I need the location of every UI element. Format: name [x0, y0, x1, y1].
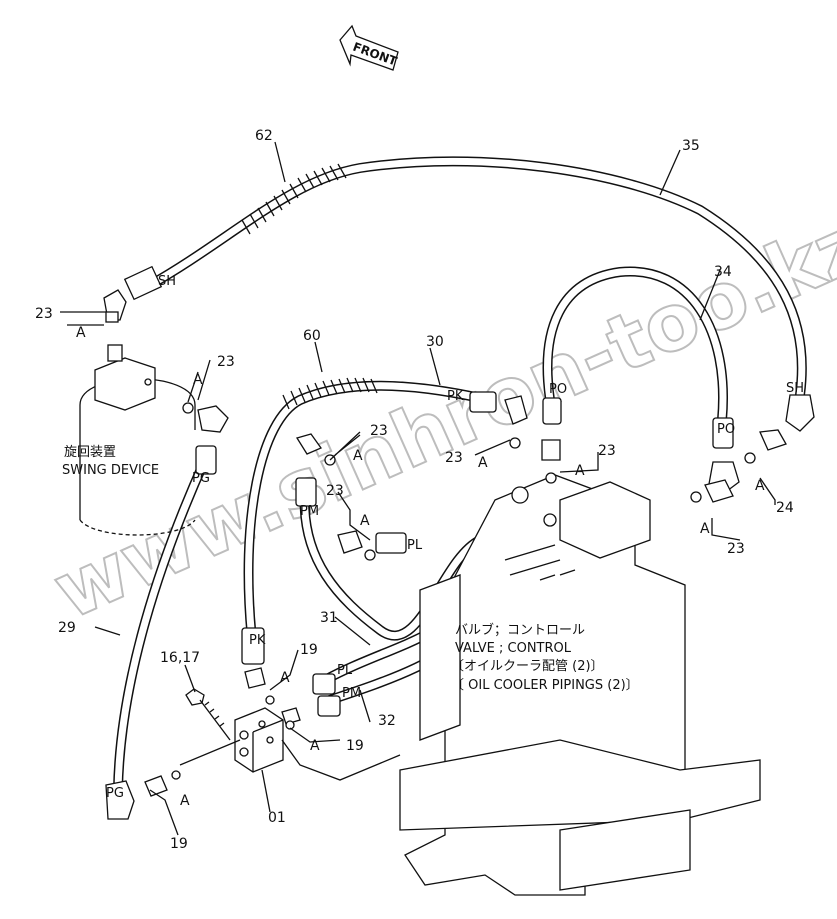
label-19c: 19 — [170, 836, 188, 852]
control-valve — [399, 474, 761, 896]
tag-sh-2: SH — [786, 381, 804, 396]
leader-lines — [60, 141, 776, 836]
valve-en-1: VALVE ; CONTROL — [455, 641, 572, 656]
tag-sh-1: SH — [158, 274, 176, 289]
valve-jp-2: 〔オイルクーラ配管 (2)〕 — [451, 659, 604, 674]
fittings — [144, 402, 787, 797]
label-a5: A — [575, 463, 585, 479]
tag-po-2: PO — [717, 422, 735, 437]
label-23a: 23 — [35, 306, 53, 322]
tag-pg-2: PG — [106, 786, 124, 801]
hose-62-35 — [103, 156, 815, 432]
label-29: 29 — [58, 620, 76, 636]
label-30: 30 — [426, 334, 444, 350]
label-35: 35 — [682, 138, 700, 154]
label-a11: A — [180, 793, 190, 809]
label-23b: 23 — [217, 354, 235, 370]
label-16-17: 16,17 — [160, 650, 200, 666]
label-a1: A — [76, 325, 86, 341]
valve-jp-1: バルブ；コントロール — [455, 622, 585, 638]
label-a7: A — [755, 478, 765, 494]
tag-po-1: PO — [549, 382, 567, 397]
label-a6: A — [360, 513, 370, 529]
label-23c: 23 — [370, 423, 388, 439]
hose-29 — [105, 445, 217, 820]
label-31: 31 — [320, 610, 338, 626]
label-a9: A — [280, 670, 290, 686]
label-a3: A — [353, 448, 363, 464]
label-a10: A — [310, 738, 320, 754]
label-a2: A — [193, 372, 203, 388]
label-a4: A — [478, 455, 488, 471]
label-23f: 23 — [326, 483, 344, 499]
tag-pg-1: PG — [192, 471, 210, 486]
label-19a: 19 — [300, 642, 318, 658]
block-01 — [179, 688, 401, 781]
hose-34 — [542, 266, 740, 495]
label-32: 32 — [378, 713, 396, 729]
tag-pm-2: PM — [342, 686, 361, 701]
label-23e: 23 — [598, 443, 616, 459]
swing-device-jp: 旋回装置 — [64, 445, 116, 460]
label-62: 62 — [255, 128, 273, 144]
tag-pk-2: PK — [249, 633, 266, 648]
label-23d: 23 — [445, 450, 463, 466]
label-24: 24 — [776, 500, 794, 516]
tag-pl-1: PL — [407, 538, 423, 553]
tag-pm-1: PM — [300, 504, 319, 519]
label-23g: 23 — [727, 541, 745, 557]
swing-device-en: SWING DEVICE — [62, 463, 159, 478]
valve-en-2: 〔 OIL COOLER PIPINGS (2)〕 — [451, 678, 639, 693]
label-01: 01 — [268, 810, 286, 826]
label-19b: 19 — [346, 738, 364, 754]
tag-pk-1: PK — [447, 389, 464, 404]
label-34: 34 — [714, 264, 732, 280]
label-a8: A — [700, 521, 710, 537]
hose-60-30 — [241, 377, 528, 665]
label-60: 60 — [303, 328, 321, 344]
swing-device — [79, 344, 196, 536]
front-arrow-icon: FRONT — [339, 24, 400, 71]
tag-pl-2: PL — [337, 663, 353, 678]
